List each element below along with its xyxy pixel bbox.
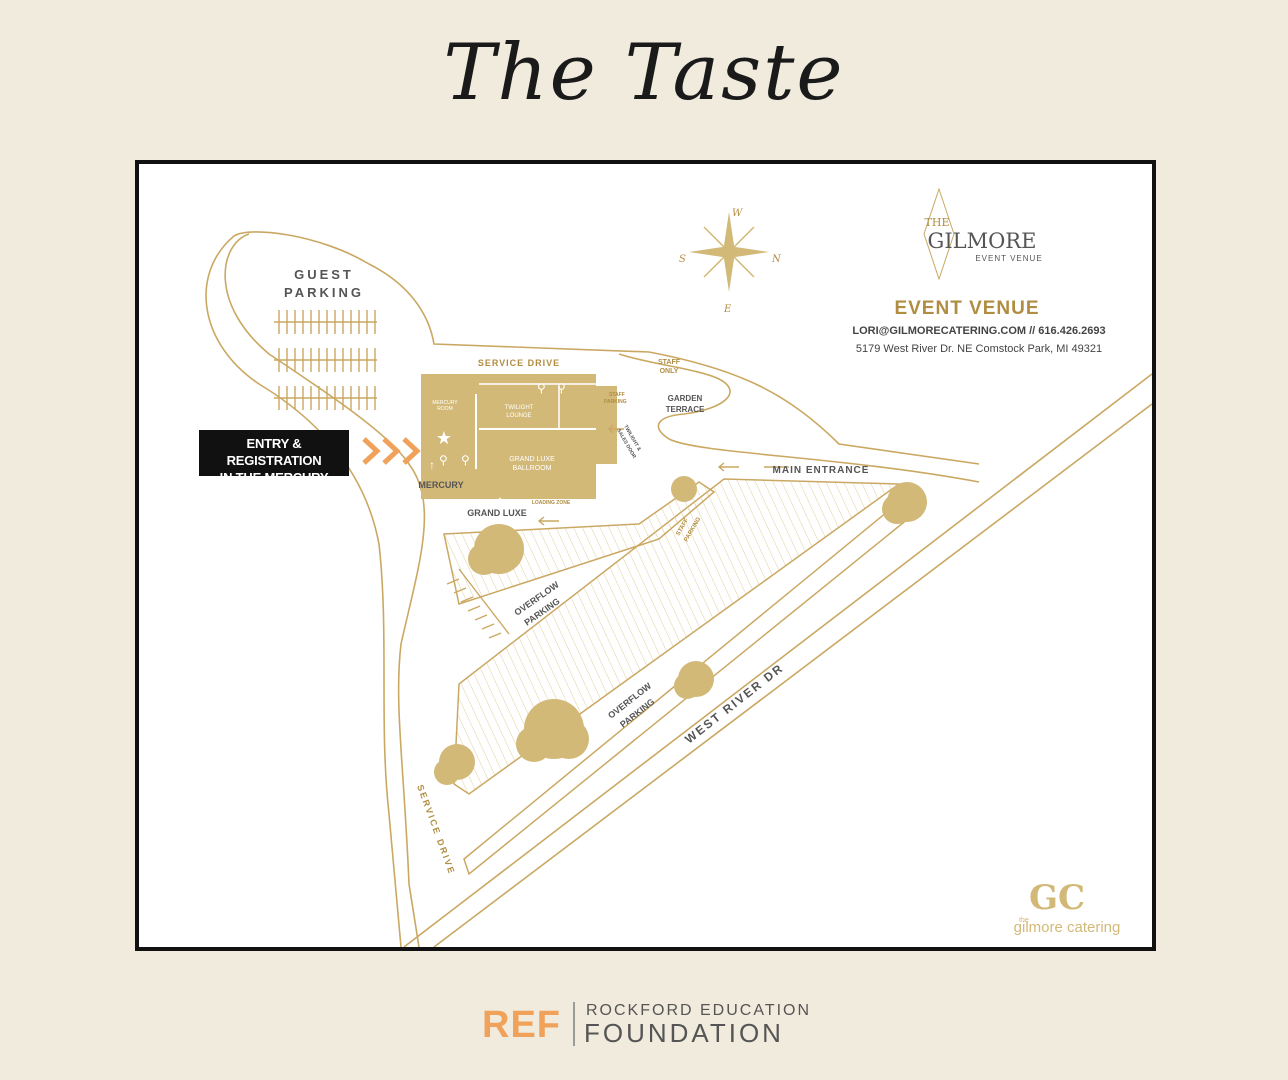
gilmore-catering-logo: GC the gilmore catering bbox=[1014, 878, 1121, 936]
entrance-arrow-icon: ↑ bbox=[497, 493, 503, 507]
grand-luxe-ballroom-label-1: GRAND LUXE bbox=[509, 456, 555, 463]
trees bbox=[434, 476, 927, 785]
garden-label: GARDEN bbox=[668, 394, 703, 403]
callout-line-1: ENTRY & REGISTRATION bbox=[226, 436, 322, 468]
west-river-dr-road bbox=[403, 373, 1152, 947]
grand-luxe-label: GRAND LUXE bbox=[467, 508, 527, 518]
mercury-room-label-1: MERCURY bbox=[432, 400, 458, 406]
twilight-lounge-label-1: TWILIGHT bbox=[505, 405, 534, 411]
direction-arrows bbox=[537, 424, 789, 526]
map-drawing: ★ MERCURY ROOM TWILIGHT LOUNGE GRAND LUX… bbox=[205, 187, 1152, 947]
guest-parking-stalls bbox=[274, 310, 377, 410]
mercury-label: MERCURY bbox=[418, 480, 463, 490]
staff-only-label-2: ONLY bbox=[660, 368, 679, 375]
compass-w: W bbox=[732, 208, 743, 219]
compass-rose bbox=[689, 212, 769, 292]
logo-the: THE bbox=[925, 216, 950, 229]
venue-contact: LORI@GILMORECATERING.COM // 616.426.2693 bbox=[852, 325, 1105, 337]
overflow-parking-stalls bbox=[446, 568, 510, 639]
star-icon: ★ bbox=[436, 428, 452, 448]
compass-e: E bbox=[723, 304, 732, 315]
restroom-icon: ⚲ bbox=[537, 381, 546, 395]
catering-text: gilmore catering bbox=[1014, 919, 1121, 936]
gilmore-logo: THE GILMORE EVENT VENUE bbox=[923, 187, 1042, 281]
venue-address: 5179 West River Dr. NE Comstock Park, MI… bbox=[856, 343, 1102, 355]
compass-s: S bbox=[679, 254, 686, 265]
logo-gilmore: GILMORE bbox=[928, 229, 1037, 253]
entry-chevrons bbox=[362, 437, 421, 465]
service-drive-top-label: SERVICE DRIVE bbox=[478, 358, 560, 368]
service-drive-outline bbox=[205, 231, 980, 947]
restroom-icon: ⚲ bbox=[557, 381, 566, 395]
staff-only-label-1: STAFF bbox=[658, 359, 681, 366]
catering-the: the bbox=[1019, 917, 1029, 924]
staff-parking-top-label-2: PARKING bbox=[604, 399, 627, 405]
restroom-icon: ⚲ bbox=[461, 453, 470, 467]
logo-divider bbox=[573, 1002, 575, 1046]
ref-line-2: FOUNDATION bbox=[584, 1018, 784, 1048]
overflow-parking-upper bbox=[443, 481, 716, 605]
ref-wordmark: REF bbox=[482, 1004, 561, 1046]
guest-label: GUEST bbox=[294, 267, 354, 282]
twilight-lounge-label-2: LOUNGE bbox=[506, 413, 531, 419]
restroom-icon: ⚲ bbox=[439, 453, 448, 467]
callout-line-2: IN THE MERCURY ROOM bbox=[219, 470, 329, 502]
grand-luxe-ballroom-label-2: BALLROOM bbox=[513, 465, 552, 472]
entrance-arrow-icon: ↑ bbox=[429, 458, 435, 472]
page-title: The Taste bbox=[443, 28, 845, 118]
logo-event-venue: EVENT VENUE bbox=[975, 254, 1042, 263]
terrace-label: TERRACE bbox=[666, 405, 705, 414]
main-entrance-label: MAIN ENTRANCE bbox=[773, 465, 870, 476]
compass-n: N bbox=[771, 254, 782, 265]
loading-zone-label: LOADING ZONE bbox=[532, 500, 571, 506]
parking-label: PARKING bbox=[284, 285, 364, 300]
staff-parking-top-label-1: STAFF bbox=[609, 392, 625, 398]
ref-line-1: ROCKFORD EDUCATION bbox=[586, 1002, 812, 1019]
service-drive-bottom-label: SERVICE DRIVE bbox=[415, 783, 457, 876]
entry-registration-callout: ENTRY & REGISTRATION IN THE MERCURY ROOM bbox=[199, 430, 349, 502]
venue-map: ★ MERCURY ROOM TWILIGHT LOUNGE GRAND LUX… bbox=[135, 160, 1156, 951]
building: ★ MERCURY ROOM TWILIGHT LOUNGE GRAND LUX… bbox=[421, 374, 617, 507]
terrace-loop bbox=[618, 353, 980, 483]
mercury-room-label-2: ROOM bbox=[437, 406, 453, 412]
venue-heading: EVENT VENUE bbox=[894, 298, 1039, 319]
footer-logo: REF ROCKFORD EDUCATION FOUNDATION bbox=[0, 1000, 1288, 1050]
catering-mark: GC bbox=[1029, 878, 1085, 918]
